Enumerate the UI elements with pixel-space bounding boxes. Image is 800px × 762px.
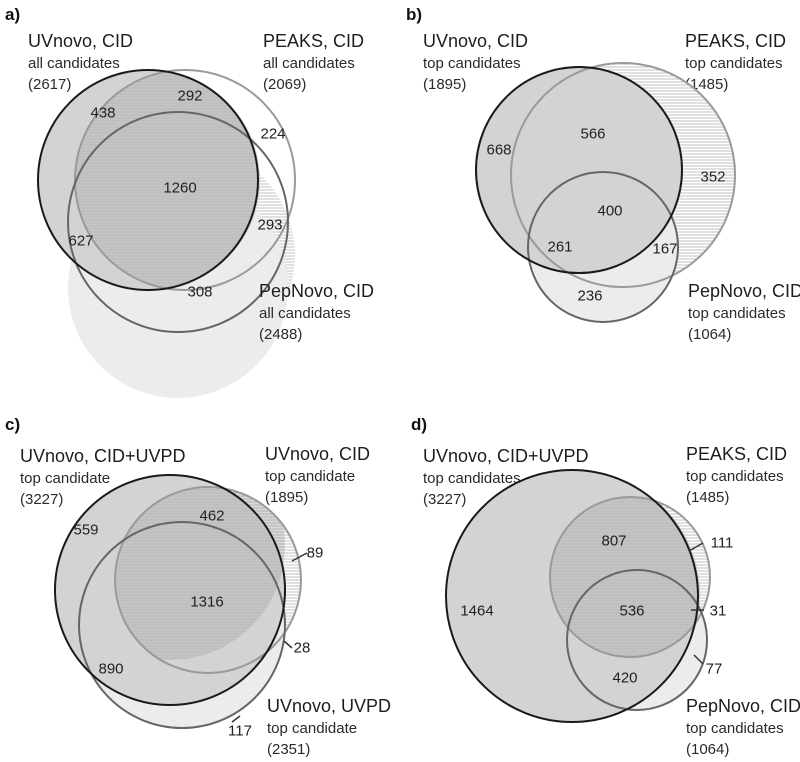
outline-pepnovo-cid [566, 569, 708, 711]
outline-peaks-cid [549, 496, 711, 658]
callout-line [291, 552, 308, 562]
panel-letter-b: b) [406, 5, 422, 24]
overlap-shade [75, 70, 260, 290]
region-number: 536 [619, 603, 644, 620]
outline-uvnovo-cid-uvpd [54, 474, 286, 706]
region-number: 1464 [460, 603, 493, 620]
overlap-shade [550, 497, 700, 657]
region-number: 308 [187, 284, 212, 301]
outline-uvnovo-cid [475, 66, 683, 274]
region-number: 1260 [163, 180, 196, 197]
outline-uvnovo-cid-uvpd [445, 469, 699, 723]
region-number: 292 [177, 88, 202, 105]
region-number: 167 [652, 241, 677, 258]
region-number: 111 [711, 535, 734, 552]
set-title-uvnovo-cid-uvpd: UVnovo, CID+UVPD [423, 446, 589, 466]
region-number: 890 [98, 661, 123, 678]
set-title-peaks-cid: PEAKS, CID [685, 31, 786, 51]
set-title-peaks-cid: PEAKS, CID [263, 31, 364, 51]
region-number: 400 [597, 203, 622, 220]
set-title-uvnovo-cid-uvpd: UVnovo, CID+UVPD [20, 446, 186, 466]
outline-peaks-cid [74, 69, 296, 291]
region-number: 420 [612, 670, 637, 687]
set-title-pepnovo-cid: PepNovo, CID [259, 281, 374, 301]
callout-line [283, 640, 293, 649]
set-title-pepnovo-cid: PepNovo, CID [686, 696, 800, 716]
region-number: 89 [307, 545, 324, 562]
region-number: 627 [68, 233, 93, 250]
set-count-peaks-cid: (2069) [263, 76, 306, 93]
region-number: 236 [577, 288, 602, 305]
region-number: 77 [706, 661, 723, 678]
set-subtitle-pepnovo-cid: top candidates [688, 305, 786, 322]
region-number: 31 [710, 603, 727, 620]
outline-uvnovo-cid [37, 69, 259, 291]
callout-line [693, 654, 704, 665]
region-number: 352 [700, 169, 725, 186]
set-subtitle-pepnovo-cid: all candidates [259, 305, 351, 322]
region-number: 668 [486, 142, 511, 159]
set-title-pepnovo-cid: PepNovo, CID [688, 281, 800, 301]
set-title-uvnovo-uvpd: UVnovo, UVPD [267, 696, 391, 716]
outline-uvnovo-cid [114, 486, 302, 674]
outline-uvnovo-uvpd [78, 521, 286, 729]
set-subtitle-peaks-cid: top candidates [686, 468, 784, 485]
circle-uvnovo-cid [476, 67, 682, 273]
region-number: 566 [580, 126, 605, 143]
region-number: 438 [90, 105, 115, 122]
outline-peaks-cid [510, 62, 736, 288]
region-number: 807 [601, 533, 626, 550]
set-count-uvnovo-cid: (2617) [28, 76, 71, 93]
region-number: 261 [547, 239, 572, 256]
set-count-uvnovo-cid-uvpd: (3227) [423, 491, 466, 508]
region-number: 28 [294, 640, 311, 657]
panel-letter-a: a) [5, 5, 20, 24]
region-number: 462 [199, 508, 224, 525]
panel-a: a) UVnovo, CID all candidates (2617) PEA… [5, 5, 374, 398]
set-subtitle-uvnovo-cid-uvpd: top candidate [20, 470, 110, 487]
outline-pepnovo-cid [527, 171, 679, 323]
set-count-uvnovo-cid-uvpd: (3227) [20, 491, 63, 508]
region-number: 559 [73, 522, 98, 539]
callout-line [688, 542, 704, 552]
set-subtitle-peaks-cid: top candidates [685, 55, 783, 72]
set-title-uvnovo-cid: UVnovo, CID [265, 444, 370, 464]
panel-letter-c: c) [5, 415, 20, 434]
panel-c: c) UVnovo, CID+UVPD top candidate (3227)… [5, 415, 391, 758]
set-count-pepnovo-cid: (2488) [259, 326, 302, 343]
set-count-uvnovo-cid: (1895) [265, 489, 308, 506]
outline-pepnovo-cid [67, 111, 289, 333]
set-subtitle-uvnovo-cid-uvpd: top candidates [423, 470, 521, 487]
set-subtitle-peaks-cid: all candidates [263, 55, 355, 72]
set-count-pepnovo-cid: (1064) [688, 326, 731, 343]
panel-letter-d: d) [411, 415, 427, 434]
set-count-uvnovo-cid: (1895) [423, 76, 466, 93]
region-number: 117 [228, 723, 252, 740]
set-count-uvnovo-uvpd: (2351) [267, 741, 310, 758]
region-number: 1316 [190, 594, 223, 611]
panel-d: d) UVnovo, CID+UVPD top candidates (3227… [411, 415, 800, 758]
set-title-peaks-cid: PEAKS, CID [686, 444, 787, 464]
set-subtitle-uvnovo-cid: top candidates [423, 55, 521, 72]
region-number: 293 [257, 217, 282, 234]
set-count-peaks-cid: (1485) [686, 489, 729, 506]
set-subtitle-uvnovo-cid: all candidates [28, 55, 120, 72]
set-subtitle-uvnovo-uvpd: top candidate [267, 720, 357, 737]
set-title-uvnovo-cid: UVnovo, CID [423, 31, 528, 51]
panel-b: b) UVnovo, CID top candidates (1895) PEA… [406, 5, 800, 343]
set-subtitle-pepnovo-cid: top candidates [686, 720, 784, 737]
set-title-uvnovo-cid: UVnovo, CID [28, 31, 133, 51]
set-count-pepnovo-cid: (1064) [686, 741, 729, 758]
region-number: 224 [260, 126, 285, 143]
set-subtitle-uvnovo-cid: top candidate [265, 468, 355, 485]
callout-line [231, 715, 241, 723]
